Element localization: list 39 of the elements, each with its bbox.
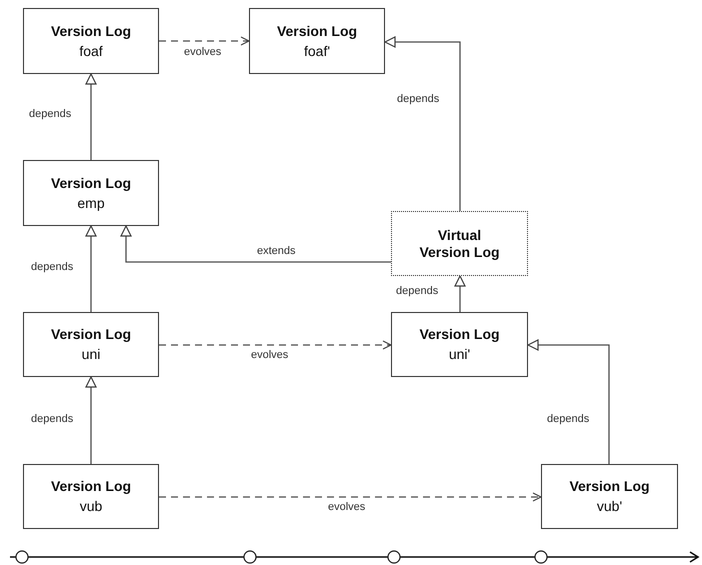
version-box — [391, 312, 528, 377]
arrow — [527, 339, 610, 464]
box-title: Virtual Version Log — [418, 226, 501, 260]
version-box — [541, 464, 678, 529]
dashed-arrow — [159, 340, 392, 350]
arrow — [85, 225, 97, 312]
box-title: Version Log — [50, 326, 132, 343]
arrow — [454, 275, 466, 312]
box-title: Version Log — [276, 22, 358, 40]
box-name: emp — [77, 194, 105, 212]
version-box — [249, 8, 385, 74]
box-title: Version Log — [418, 326, 501, 343]
edge-label: depends — [30, 413, 74, 426]
box-name: vub — [80, 498, 102, 515]
arrow — [120, 225, 391, 263]
box-title: Version Log — [50, 478, 132, 495]
edge-label: depends — [28, 108, 72, 121]
box-title: Version Log — [50, 174, 132, 192]
box-title: Version Log — [568, 478, 651, 495]
dotted-box — [391, 211, 528, 276]
dashed-arrow — [159, 492, 542, 502]
arrow — [384, 36, 461, 211]
edge-label: depends — [546, 413, 590, 426]
arrow — [85, 376, 97, 464]
box-name: foaf' — [304, 42, 330, 60]
box-name: uni' — [448, 346, 470, 363]
version-box — [23, 464, 159, 529]
version-box — [23, 8, 159, 74]
version-box — [23, 312, 159, 377]
box-name: uni — [82, 346, 100, 363]
edge-label: depends — [395, 285, 440, 298]
edge-label: depends — [396, 93, 440, 106]
dashed-arrow — [159, 36, 250, 46]
box-title: Version Log — [50, 22, 132, 40]
box-name: foaf — [79, 42, 103, 60]
version-box — [23, 160, 159, 226]
arrow — [85, 73, 97, 160]
edge-label: depends — [30, 261, 74, 274]
box-name: vub' — [596, 498, 622, 515]
